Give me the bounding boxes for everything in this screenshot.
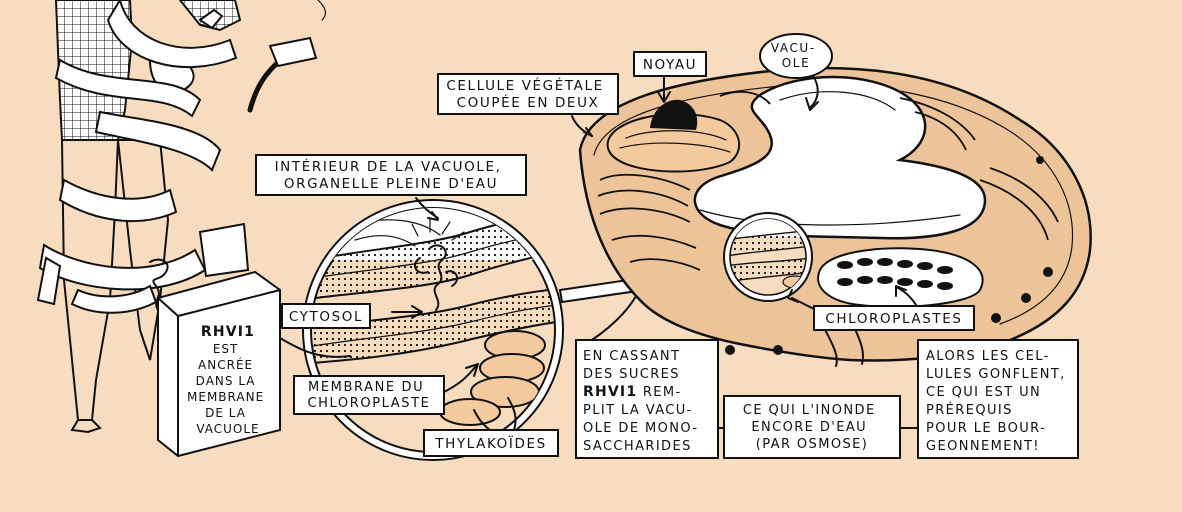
- osmose-line-1: CE QUI L'INONDE: [743, 403, 876, 418]
- svg-text:MEMBRANE DU CHLOROPLASTE: MEMBRANE DU CHLOROPLASTE: [307, 380, 430, 411]
- label-cellule-vegetale: CELLULE VÉGÉTALE COUPÉE EN DEUX: [437, 73, 619, 115]
- sucres-line-6: SACCHARIDES: [583, 439, 692, 454]
- noyau-text: NOYAU: [643, 57, 697, 73]
- svg-text:VACU- OLE: VACU- OLE: [771, 41, 821, 70]
- sucres-line-2: DES SUCRES: [583, 367, 680, 382]
- chloroplastes-text: CHLOROPLASTES: [825, 311, 962, 327]
- label-noyau: NOYAU: [633, 51, 707, 77]
- membrane-line-2: CHLOROPLASTE: [307, 396, 430, 411]
- membrane-line-1: MEMBRANE DU: [308, 380, 424, 395]
- cytosol-text: CYTOSOL: [289, 309, 363, 325]
- bourgeon-line-3: CE QUI EST UN: [926, 385, 1041, 400]
- interieur-line-2: ORGANELLE PLEINE D'EAU: [284, 176, 498, 192]
- sucres-line-3-rest: REM-: [637, 385, 681, 400]
- text-box-bourgeonnement: ALORS LES CEL- LULES GONFLENT, CE QUI ES…: [917, 339, 1079, 459]
- osmose-line-2: ENCORE D'EAU: [751, 420, 867, 435]
- hammer-icon: [247, 36, 318, 113]
- svg-text:CELLULE VÉGÉTALE COUPÉE: CELLULE VÉGÉTALE COUPÉE EN DEUX: [446, 77, 609, 111]
- svg-text:CE QUI L'INONDE ENCORE D: CE QUI L'INONDE ENCORE D'EAU (PAR OSMOSE…: [743, 403, 881, 452]
- label-thylakoides: THYLAKOÏDES: [423, 429, 559, 457]
- vacuole-line-1: VACU-: [771, 41, 816, 55]
- plant-cell: [578, 66, 1092, 367]
- rhvi1-line-2: ANCRÉE: [198, 357, 253, 372]
- label-chloroplastes: CHLOROPLASTES: [813, 305, 975, 331]
- bourgeon-line-4: PRÉREQUIS: [926, 402, 1013, 418]
- label-cytosol: CYTOSOL: [281, 303, 371, 329]
- bourgeon-line-2: LULES GONFLENT,: [926, 367, 1066, 382]
- osmose-line-3: (PAR OSMOSE): [756, 437, 868, 452]
- sucres-line-5: OLE DE MONO-: [583, 421, 698, 436]
- thylakoides-text: THYLAKOÏDES: [434, 434, 547, 452]
- cellule-vegetale-line-1: CELLULE VÉGÉTALE: [446, 77, 603, 94]
- svg-text:INTÉRIEUR DE LA VACUOLE,: INTÉRIEUR DE LA VACUOLE, ORGANELLE PLEIN…: [275, 158, 508, 192]
- rhvi1-title: RHVI1: [201, 324, 255, 340]
- rhvi1-line-6: VACUOLE: [196, 422, 259, 436]
- vacuole-line-2: OLE: [782, 56, 811, 70]
- nucleus-icon: [650, 99, 698, 130]
- chloroplast: [817, 247, 984, 308]
- bourgeon-line-5: POUR LE BOUR-: [926, 421, 1046, 436]
- bourgeon-line-1: ALORS LES CEL-: [926, 349, 1050, 364]
- svg-text:ALORS LES CEL- LULES GON: ALORS LES CEL- LULES GONFLENT, CE QUI ES…: [926, 349, 1071, 454]
- bourgeon-line-6: GEONNEMENT!: [926, 439, 1040, 454]
- human-figure: [36, 0, 327, 434]
- text-box-sucres: EN CASSANT DES SUCRES RHVI1 REM- PLIT LA…: [575, 339, 719, 459]
- rhvi1-line-3: DANS LA: [196, 374, 256, 388]
- sucres-line-4: PLIT LA VACU-: [583, 403, 693, 418]
- svg-text:EST ANCRÉE DANS LA: EST ANCRÉE DANS LA MEMBRANE DE LA VACUOL…: [187, 342, 269, 436]
- rhvi1-line-4: MEMBRANE: [187, 390, 264, 404]
- text-box-osmose: CE QUI L'INONDE ENCORE D'EAU (PAR OSMOSE…: [723, 395, 901, 459]
- interieur-line-1: INTÉRIEUR DE LA VACUOLE,: [275, 158, 502, 175]
- rhvi1-box: RHVI1 EST ANCRÉE DANS LA MEMBRANE DE LA …: [157, 270, 281, 458]
- label-interieur-vacuole: INTÉRIEUR DE LA VACUOLE, ORGANELLE PLEIN…: [255, 154, 527, 196]
- cellule-vegetale-line-2: COUPÉE EN DEUX: [457, 94, 600, 111]
- rhvi1-title-text: RHVI1: [201, 324, 255, 340]
- rhvi1-line-1: EST: [213, 342, 239, 356]
- sucres-line-3-bold: RHVI1: [583, 384, 637, 400]
- sucres-line-1: EN CASSANT: [583, 349, 680, 364]
- label-vacuole: VACU- OLE: [759, 33, 833, 79]
- label-membrane-chloroplaste: MEMBRANE DU CHLOROPLASTE: [293, 375, 445, 415]
- rhvi1-line-5: DE LA: [205, 406, 246, 420]
- svg-text:EN CASSANT DES SUCRES: EN CASSANT DES SUCRES RHVI1 REM- PLIT LA…: [583, 349, 704, 454]
